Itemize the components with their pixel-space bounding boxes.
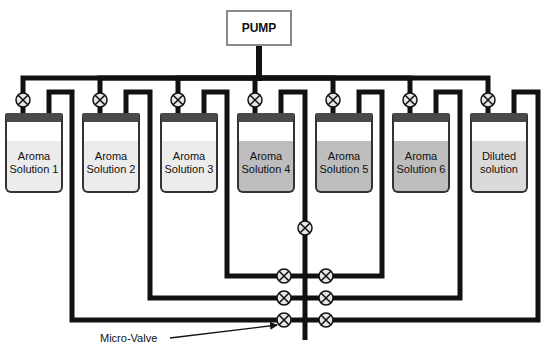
- valve-symbol: [277, 313, 291, 327]
- outlet-tube: [204, 92, 305, 276]
- valve-symbol: [93, 93, 107, 107]
- valve-symbol: [248, 93, 262, 107]
- outlet-tube: [305, 92, 382, 276]
- valves: [16, 93, 495, 327]
- solution-label: Aroma Solution 5: [317, 150, 371, 176]
- solution-container: Aroma Solution 2: [82, 113, 140, 193]
- valve-symbol: [326, 93, 340, 107]
- valve-symbol: [319, 313, 333, 327]
- outlet-tube: [126, 92, 305, 298]
- solution-label: Aroma Solution 6: [394, 150, 448, 176]
- valve-symbol: [16, 93, 30, 107]
- valve-symbol: [277, 291, 291, 305]
- solution-label: Aroma Solution 2: [84, 150, 138, 176]
- supply-line: [178, 46, 259, 113]
- outlet-tube: [305, 92, 460, 298]
- valve-symbol: [403, 93, 417, 107]
- solution-container: Aroma Solution 6: [392, 113, 450, 193]
- solution-label: Aroma Solution 1: [7, 150, 61, 176]
- solution-container: Aroma Solution 3: [160, 113, 218, 193]
- leader-arrow: [170, 325, 277, 338]
- supply-line: [259, 46, 488, 113]
- valve-symbol: [277, 269, 291, 283]
- valve-symbol: [319, 291, 333, 305]
- pump-box: PUMP: [226, 10, 292, 46]
- pump-label: PUMP: [242, 21, 277, 35]
- outlet-tube: [305, 92, 538, 320]
- solution-container: Aroma Solution 4: [237, 113, 295, 193]
- valve-symbol: [171, 93, 185, 107]
- solution-label: Diluted solution: [472, 150, 526, 176]
- valve-symbol: [481, 93, 495, 107]
- solution-container: Aroma Solution 1: [5, 113, 63, 193]
- solution-label: Aroma Solution 3: [162, 150, 216, 176]
- part-label: Micro-Valve: [100, 332, 157, 344]
- outlet-tubes: [49, 92, 538, 340]
- solution-container: Diluted solution: [470, 113, 528, 193]
- solution-container: Aroma Solution 5: [315, 113, 373, 193]
- outlet-tube: [49, 92, 305, 320]
- supply-line: [23, 46, 259, 113]
- valve-symbol: [298, 221, 312, 235]
- solution-label: Aroma Solution 4: [239, 150, 293, 176]
- valve-symbol: [319, 269, 333, 283]
